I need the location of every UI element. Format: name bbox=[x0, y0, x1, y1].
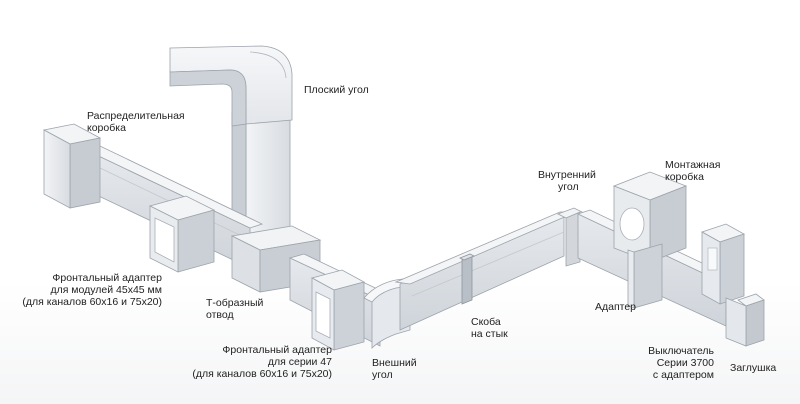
mounting-box-part bbox=[612, 171, 688, 263]
label-adapter: Адаптер bbox=[595, 301, 637, 313]
right-long-channel bbox=[394, 211, 577, 331]
front-adapter-45-part bbox=[148, 195, 216, 273]
label-inner-corner: Внутренний угол bbox=[538, 169, 596, 193]
label-front-adapter-47: Фронтальный адаптер для серии 47 (для ка… bbox=[192, 344, 332, 380]
label-distribution-box: Распределительная коробка bbox=[87, 110, 185, 134]
label-t-branch: Т-образный отвод bbox=[206, 297, 264, 321]
switch-part bbox=[701, 223, 745, 305]
inner-corner-part bbox=[557, 207, 587, 267]
joint-clip-part bbox=[459, 253, 475, 305]
end-cap-part bbox=[725, 293, 765, 347]
label-switch: Выключатель Серии 3700 с адаптером bbox=[648, 345, 714, 381]
flat-corner-part bbox=[169, 45, 293, 127]
label-flat-corner: Плоский угол bbox=[304, 84, 369, 96]
label-joint-clip: Скоба на стык bbox=[471, 316, 508, 340]
adapter-part bbox=[627, 243, 663, 309]
label-outer-corner: Внешний угол bbox=[372, 357, 417, 381]
label-front-adapter-45: Фронтальный адаптер для модулей 45х45 мм… bbox=[22, 272, 162, 308]
label-mounting-box: Монтажная коробка bbox=[665, 159, 721, 183]
label-end-cap: Заглушка bbox=[730, 362, 777, 374]
front-adapter-47-part bbox=[310, 269, 366, 351]
distribution-box-part bbox=[42, 123, 102, 209]
